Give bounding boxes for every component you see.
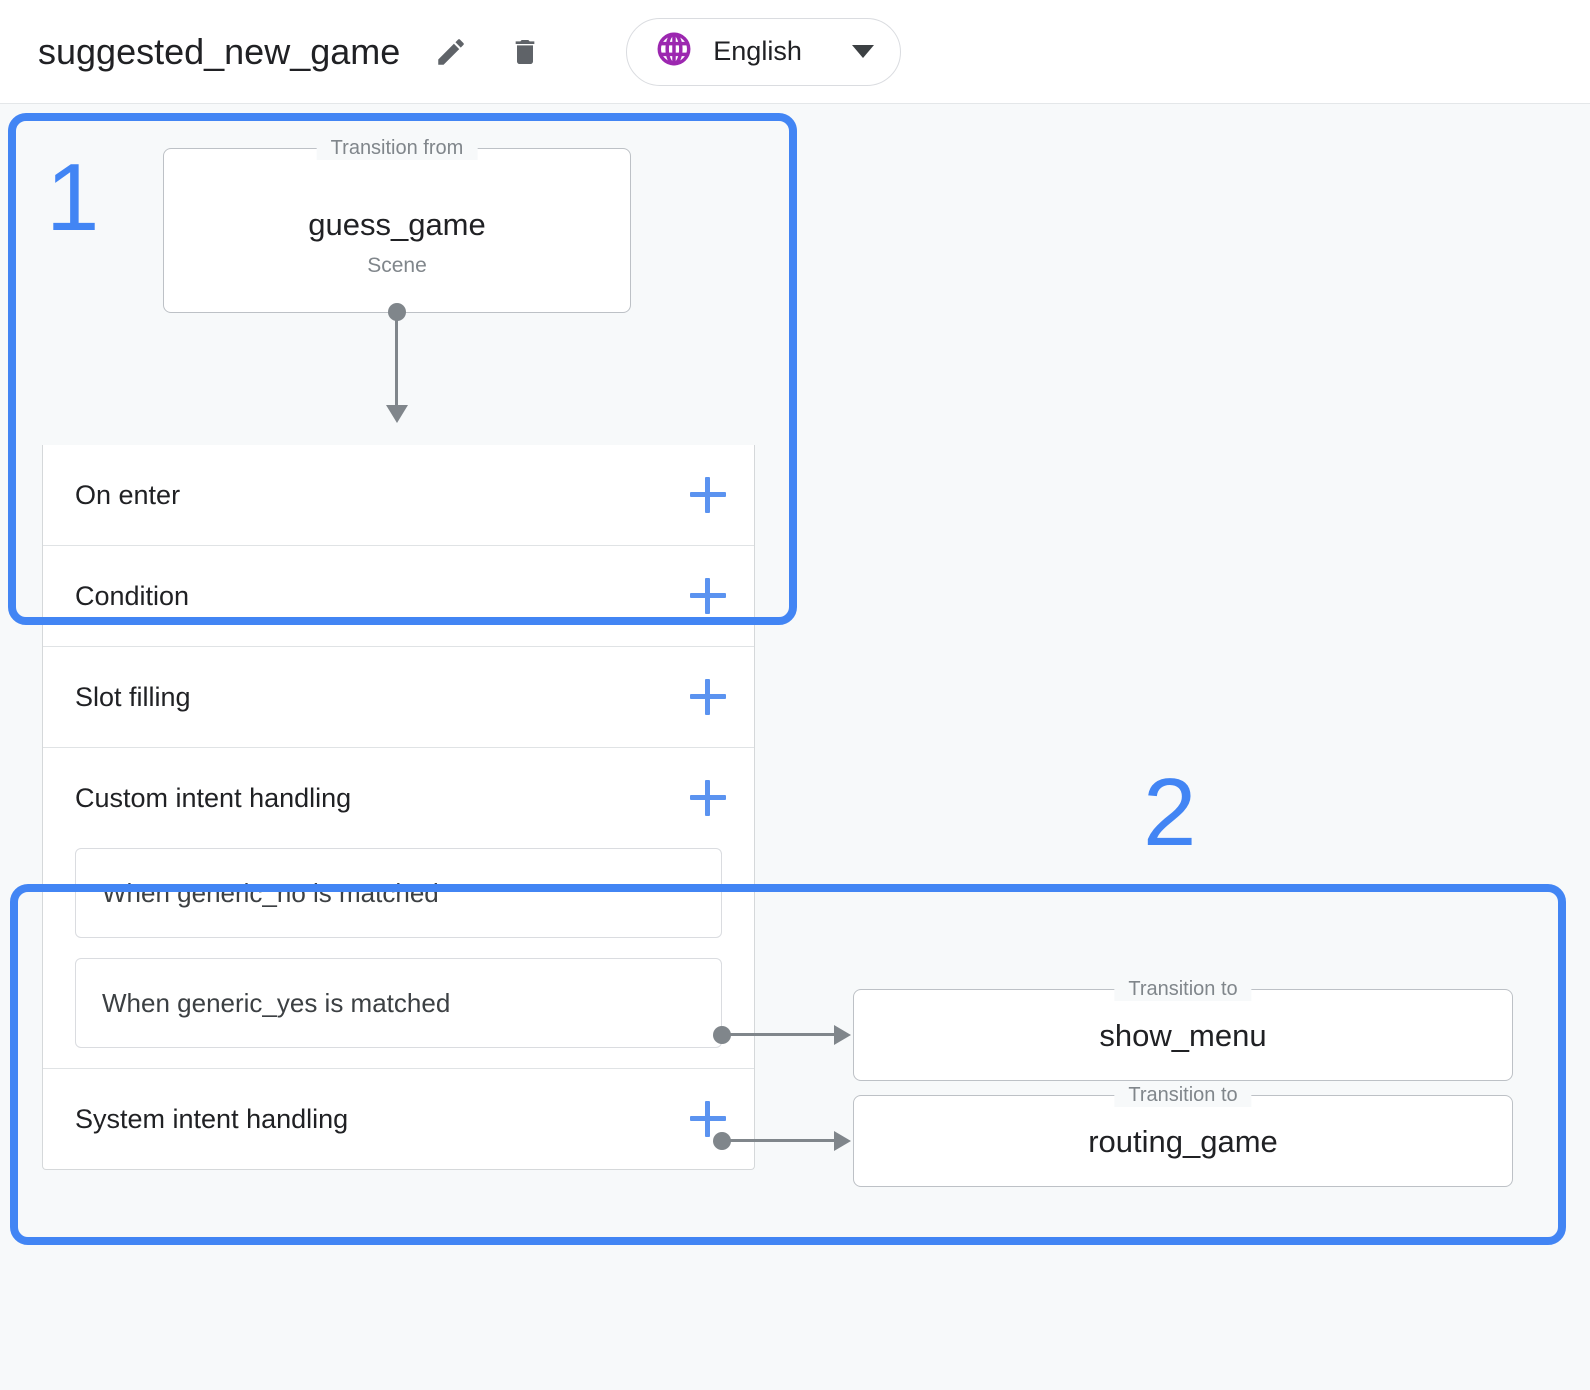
- pencil-icon[interactable]: [428, 29, 474, 75]
- section-system-intent-handling[interactable]: System intent handling: [43, 1068, 754, 1169]
- add-on-enter-button[interactable]: [690, 477, 726, 513]
- globe-icon: [655, 30, 693, 73]
- transition-from-legend: Transition from: [316, 136, 478, 160]
- section-label: On enter: [75, 479, 181, 510]
- connector-arrowhead-generic-yes: [834, 1131, 851, 1151]
- section-label: Slot filling: [75, 681, 191, 712]
- add-custom-intent-button[interactable]: [690, 780, 726, 816]
- add-condition-button[interactable]: [690, 578, 726, 614]
- custom-intent-row-generic-no[interactable]: When generic_no is matched: [75, 848, 722, 938]
- add-slot-filling-button[interactable]: [690, 679, 726, 715]
- section-condition[interactable]: Condition: [43, 545, 754, 646]
- section-slot-filling[interactable]: Slot filling: [43, 646, 754, 747]
- section-label: System intent handling: [75, 1103, 349, 1134]
- transition-to-name: routing_game: [1088, 1124, 1278, 1159]
- chevron-down-icon[interactable]: [851, 45, 874, 58]
- connector-line-generic-no: [722, 1033, 840, 1036]
- add-system-intent-button[interactable]: [690, 1101, 726, 1137]
- transition-from-subtitle: Scene: [367, 254, 427, 277]
- connector-arrowhead-generic-no: [834, 1025, 851, 1045]
- trash-icon[interactable]: [502, 29, 548, 75]
- transition-from-card[interactable]: Transition from guess_game Scene: [163, 136, 631, 313]
- section-on-enter[interactable]: On enter: [43, 445, 754, 545]
- scene-canvas: Transition from guess_game Scene Transit…: [0, 105, 1590, 1390]
- scene-sections-card: On enter Condition Slot filling Custom i…: [42, 445, 755, 1170]
- transition-to-routing-game-card[interactable]: Transition to routing_game: [853, 1083, 1513, 1187]
- transition-to-legend: Transition to: [1114, 1083, 1252, 1107]
- section-label: Custom intent handling: [75, 782, 352, 813]
- language-selector[interactable]: English: [626, 17, 901, 86]
- section-label: Condition: [75, 580, 190, 611]
- custom-intent-label: When generic_no is matched: [102, 877, 439, 908]
- transition-to-show-menu-card[interactable]: Transition to show_menu: [853, 977, 1513, 1081]
- section-custom-intent-handling[interactable]: Custom intent handling When generic_no i…: [43, 747, 754, 1048]
- language-label: English: [713, 36, 802, 66]
- connector-arrowhead-down: [386, 405, 408, 423]
- transition-from-name: guess_game: [308, 207, 486, 242]
- transition-to-legend: Transition to: [1114, 977, 1252, 1001]
- connector-line-vertical: [395, 312, 398, 412]
- page-header: suggested_new_game English: [0, 0, 1590, 104]
- connector-line-generic-yes: [722, 1139, 840, 1142]
- transition-to-name: show_menu: [1099, 1018, 1267, 1053]
- page-title: suggested_new_game: [38, 30, 401, 72]
- custom-intent-label: When generic_yes is matched: [102, 987, 451, 1018]
- custom-intent-row-generic-yes[interactable]: When generic_yes is matched: [75, 958, 722, 1048]
